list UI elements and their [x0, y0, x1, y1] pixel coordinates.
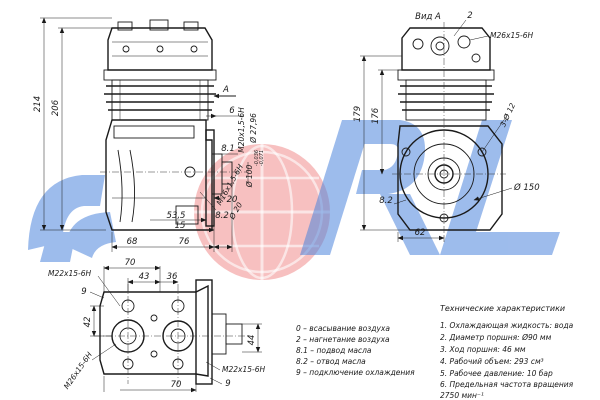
view-a: Вид А 2 M26x15-6H 179 176 3-Ø — [353, 11, 540, 242]
view-arrow-label: A — [222, 85, 229, 95]
front-flange — [100, 129, 246, 227]
dim-8-1: 8.1 — [221, 144, 235, 154]
dim-m20: M20x1,5-6H — [237, 107, 246, 153]
view-arrow-a: A — [213, 85, 236, 99]
dim-b9-top: 9 — [81, 287, 86, 297]
dim-6: 6 — [229, 106, 235, 116]
legend-item: 2 – нагнетание воздуха — [296, 335, 390, 344]
dim-b42: 42 — [83, 317, 93, 328]
cylinder-head — [103, 19, 217, 81]
dim-53-5: 53,5 — [167, 211, 186, 221]
legend-item: 8.1 – подвод масла — [296, 346, 372, 355]
spec-item: 6. Предельная частота вращения — [440, 380, 574, 389]
spec-item: 4. Рабочий объем: 293 см³ — [440, 357, 544, 366]
spec-item: 2. Диаметр поршня: Ø90 мм — [440, 333, 552, 342]
dim-top-2: 2 — [467, 11, 472, 21]
dim-m26-side: M26x15-6H — [62, 350, 94, 391]
legend-item: 0 – всасывание воздуха — [296, 324, 390, 333]
specs-title: Технические характеристики — [440, 304, 565, 313]
cylinder-fins — [104, 79, 216, 121]
dim-8-2-view-a: 8.2 — [379, 196, 393, 206]
dim-tol-upper: -0,036 — [254, 150, 260, 166]
spec-item: 3. Ход поршня: 46 мм — [440, 345, 526, 354]
width-dims: 68 76 15 53,5 — [111, 184, 233, 252]
dim-b36: 36 — [167, 272, 178, 282]
dim-179: 179 — [353, 106, 363, 122]
dim-176: 176 — [371, 107, 381, 124]
dim-b43: 43 — [139, 272, 150, 282]
dim-8-2: 8.2 — [215, 211, 229, 221]
dim-phi-100: Ø 100 — [245, 164, 254, 188]
dim-20: 20 — [227, 195, 238, 205]
bottom-view: 70 43 36 M22x15-6H 9 42 M26x15-6H 44 70 … — [48, 258, 265, 393]
dim-tol-lower: -0,071 — [259, 150, 265, 166]
dim-b9-bottom: 9 — [225, 379, 230, 389]
dim-62: 62 — [415, 228, 426, 238]
spec-item: 5. Рабочее давление: 10 бар — [440, 369, 553, 378]
tech-specs: Технические характеристики 1. Охлаждающа… — [440, 304, 574, 400]
height-dims: 214 206 — [33, 17, 112, 231]
dim-15: 15 — [175, 221, 186, 231]
dim-m22-bottom: M22x15-6H — [222, 365, 265, 374]
dim-68: 68 — [127, 237, 138, 247]
dim-phi-150: Ø 150 — [513, 182, 540, 193]
dim-angle: 3-Ø 12 — [498, 101, 517, 128]
dim-b70-bottom: 70 — [171, 380, 182, 390]
spec-item: 2750 мин⁻¹ — [440, 391, 484, 400]
dim-m26-top: M26x15-6H — [490, 31, 533, 40]
dim-b70: 70 — [125, 258, 136, 268]
dim-76: 76 — [179, 237, 190, 247]
legend-item: 8.2 – отвод масла — [296, 357, 366, 366]
dim-b44: 44 — [247, 335, 257, 346]
spec-item: 1. Охлаждающая жидкость: вода — [440, 321, 574, 330]
dim-206: 206 — [51, 99, 61, 116]
port-legend: 0 – всасывание воздуха 2 – нагнетание во… — [296, 324, 415, 377]
legend-item: 9 – подключение охлаждения — [296, 368, 415, 377]
dim-m22-top: M22x15-6H — [48, 269, 91, 278]
view-a-label: Вид А — [415, 12, 441, 22]
dim-214: 214 — [33, 96, 43, 112]
dim-phi-27-96: Ø 27,96 — [249, 113, 258, 144]
